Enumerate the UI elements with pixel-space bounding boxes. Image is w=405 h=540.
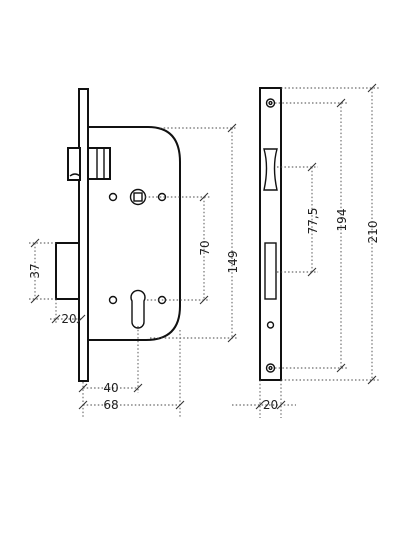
dead-bolt-body (87, 147, 111, 180)
dim-label-68: 68 (103, 398, 118, 412)
latch-bolt (55, 242, 80, 300)
dead-bolt (67, 147, 81, 181)
dim-label-77-5: 77,5 (306, 208, 320, 235)
dim-label-20-faceplate: 20 (263, 398, 278, 412)
front-view-dimensions (232, 83, 380, 418)
screw-hole (157, 192, 167, 202)
faceplate-screw-bottom-center (268, 365, 273, 371)
follower-ring (129, 188, 147, 206)
dim-label-40: 40 (103, 381, 118, 395)
latch-opening (263, 148, 278, 191)
cylinder-cutout (130, 289, 146, 329)
dim-label-37: 37 (28, 263, 42, 278)
screw-hole (108, 192, 118, 202)
forend-plate (78, 88, 89, 382)
lock-side-view (55, 88, 181, 382)
faceplate-screw-top-center (268, 100, 273, 106)
faceplate-screw-top (265, 98, 276, 108)
side-view-dimensions (29, 123, 237, 418)
dim-label-149: 149 (226, 251, 240, 274)
dim-label-70: 70 (198, 240, 212, 255)
faceplate-screw-bottom (265, 363, 276, 373)
faceplate-screw-middle (266, 321, 275, 329)
follower-square (133, 192, 143, 202)
dim-label-194: 194 (335, 209, 349, 232)
faceplate-front-view (259, 87, 282, 381)
dim-label-210: 210 (366, 221, 380, 244)
lock-case (88, 126, 181, 341)
dim-label-20-latch: 20 (61, 312, 76, 326)
screw-hole (108, 295, 118, 305)
faceplate (259, 87, 282, 381)
bolt-opening (264, 242, 277, 300)
